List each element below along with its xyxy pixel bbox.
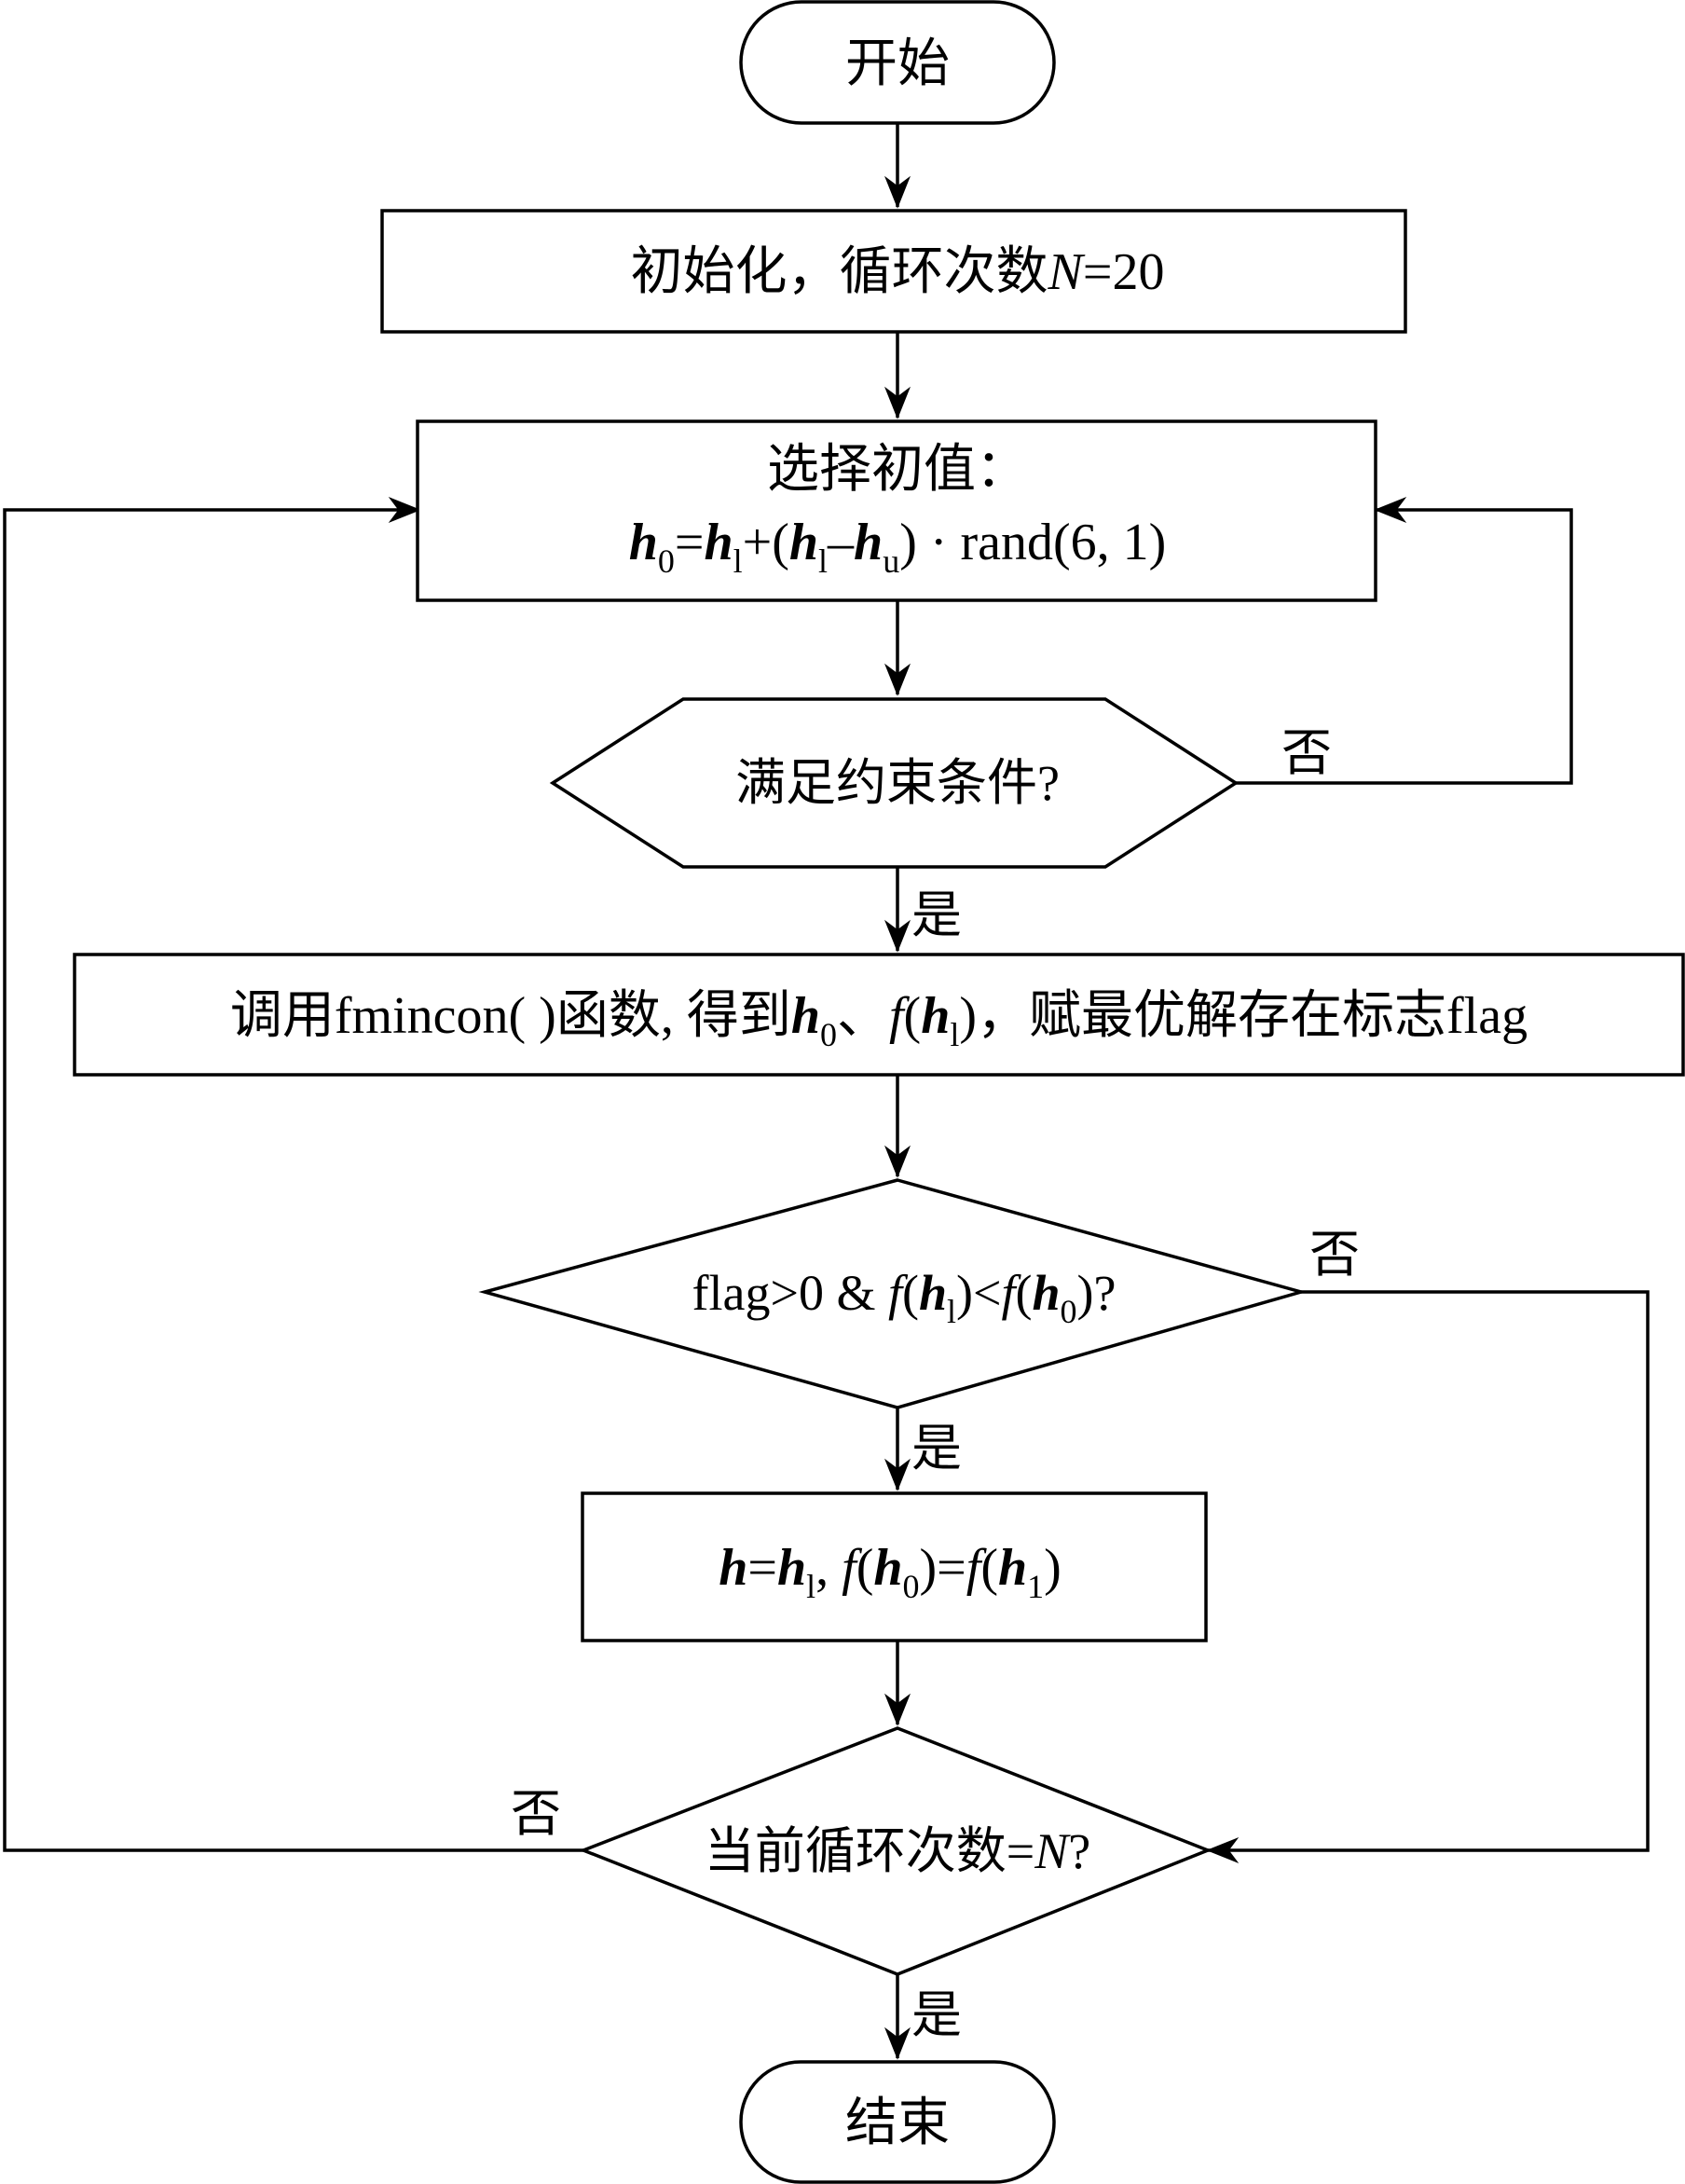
flag-decision: flag>0 & f(hl)<f(h0)? 否 是 <box>478 1178 1360 1477</box>
init-text: 初始化，循环次数N=20 <box>631 243 1165 301</box>
end-node: 结束 <box>739 2060 1056 2184</box>
arrow-loop-no <box>3 497 583 1852</box>
constraint-hexagon <box>549 697 1240 869</box>
select-box <box>416 419 1377 602</box>
select-title: 选择初值： <box>767 441 1028 499</box>
assign-text: h=hl, f(h0)=f(h1) <box>719 1539 1062 1605</box>
flag-diamond <box>478 1178 1308 1409</box>
loop-decision: 当前循环次数=N? 否 是 <box>511 1726 1212 2043</box>
assign-box <box>581 1491 1208 1642</box>
call-box <box>73 953 1685 1077</box>
init-label: 初始化，循环次数 <box>631 243 1048 301</box>
loop-diamond <box>579 1726 1212 1976</box>
init-node: 初始化，循环次数N=20 <box>380 209 1407 334</box>
call-node: 调用fmincon( )函数, 得到h0、f(hl)，赋最优解存在标志flag <box>73 953 1685 1077</box>
select-formula: h0=hl+(hl–hu) · rand(6, 1) <box>629 514 1167 580</box>
loop-yes-label: 是 <box>911 1987 962 2043</box>
init-box <box>380 209 1407 334</box>
flag-yes-label: 是 <box>911 1421 962 1477</box>
assign-node: h=hl, f(h0)=f(h1) <box>581 1491 1208 1642</box>
constraint-decision: 满足约束条件? 否 是 <box>549 697 1332 943</box>
start-label: 开始 <box>845 35 950 93</box>
arrow-constraint-no-loop <box>1236 497 1573 785</box>
select-node: 选择初值： h0=hl+(hl–hu) · rand(6, 1) <box>416 419 1377 602</box>
flag-question: flag>0 & f(hl)<f(h0)? <box>692 1265 1116 1330</box>
connectors <box>3 123 1650 2060</box>
start-terminator <box>739 0 1056 125</box>
init-var: N <box>1048 243 1086 301</box>
loop-question: 当前循环次数=N? <box>705 1823 1090 1879</box>
end-label: 结束 <box>845 2095 950 2152</box>
constraint-yes-label: 是 <box>911 887 962 943</box>
call-text: 调用fmincon( )函数, 得到h0、f(hl)，赋最优解存在标志flag <box>230 987 1527 1053</box>
loop-no-label: 否 <box>511 1786 561 1842</box>
constraint-question: 满足约束条件? <box>735 755 1060 811</box>
end-terminator <box>739 2060 1056 2184</box>
arrow-flag-no <box>1206 1290 1650 1863</box>
start-node: 开始 <box>739 0 1056 125</box>
init-rest: =20 <box>1083 243 1165 301</box>
constraint-no-label: 否 <box>1281 725 1332 781</box>
flag-no-label: 否 <box>1309 1227 1360 1283</box>
